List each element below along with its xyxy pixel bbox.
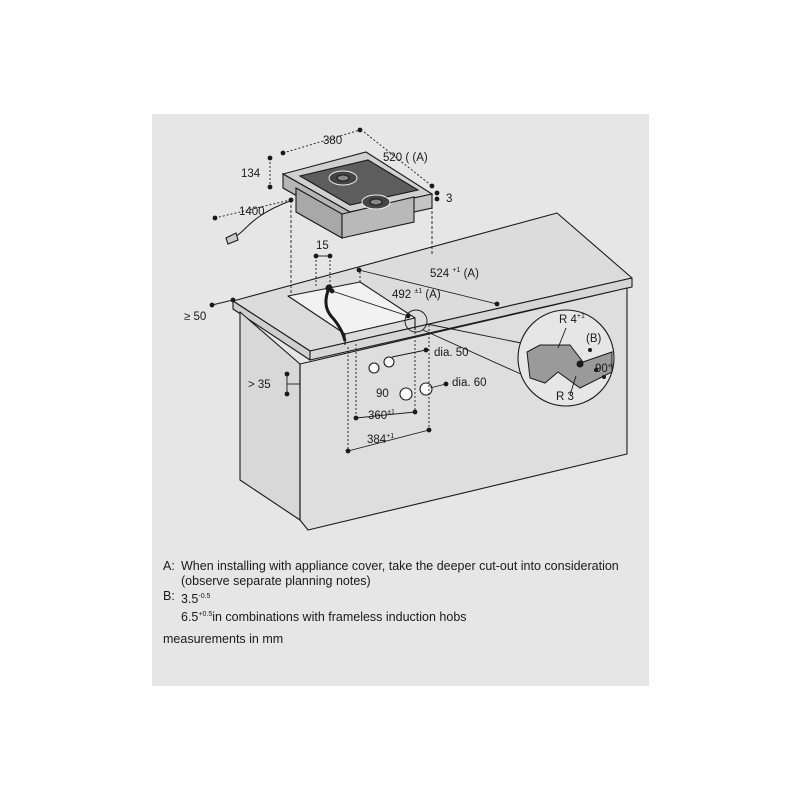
dim-hole-small: dia. 50 [434, 347, 469, 359]
plug-icon [225, 232, 239, 245]
holes [368, 356, 433, 401]
dim-cable: 1400 [239, 206, 265, 218]
units-note: measurements in mm [163, 632, 284, 646]
dim-edge: 3 [446, 193, 452, 205]
dim-cutout-width: 492 ±1 (A) [392, 284, 441, 301]
dim-hole-offset: 90 [376, 388, 389, 400]
dim-depth: 520 ( (A) [383, 152, 428, 164]
note-a-key: A: [163, 559, 175, 573]
dim-cutout-depth: 524 +1 (A) [430, 263, 479, 280]
detail-marker [404, 309, 428, 333]
note-b-value: 3.5-0.5 [181, 592, 211, 607]
dim-front-gap: > 35 [248, 379, 271, 391]
cooktop [225, 151, 434, 245]
dimension-labels: 380 520 ( (A) 134 1400 3 15 524 +1 (A) 4… [184, 135, 612, 446]
hole-small-left [368, 362, 380, 374]
countertop-edge-front [309, 277, 633, 361]
hole-large-right [419, 382, 433, 396]
note-b-alt: 6.5+0.5in combinations with frameless in… [181, 610, 467, 625]
gas-hose [324, 287, 347, 342]
detail-ref: (B) [586, 333, 602, 345]
dim-width: 380 [323, 135, 342, 147]
dim-hole-total: 384+1 [367, 433, 394, 446]
note-b-key: B: [163, 589, 175, 603]
grate [298, 159, 420, 206]
hole-small-right [383, 356, 395, 368]
detail-angle: 90° [595, 363, 612, 375]
detail-radius-bottom: R 3 [556, 391, 574, 403]
dim-height: 134 [241, 168, 261, 180]
dimension-dots [209, 127, 500, 454]
dim-hole-large: dia. 60 [452, 377, 487, 389]
dim-offset: 15 [316, 240, 329, 252]
note-a-text: When installing with appliance cover, ta… [181, 559, 619, 588]
note-b: B: 3.5-0.5 [163, 589, 633, 607]
dimension-lines [211, 129, 524, 452]
detail-radius-top: R 4+1 [559, 313, 585, 326]
hole-large-left [399, 387, 413, 401]
notes: A: When installing with appliance cover,… [163, 559, 633, 625]
note-a: A: When installing with appliance cover,… [163, 559, 633, 589]
dim-hole-spacing: 360±1 [368, 409, 395, 422]
dim-wall-gap: ≥ 50 [184, 311, 206, 323]
detail-view [517, 309, 615, 407]
